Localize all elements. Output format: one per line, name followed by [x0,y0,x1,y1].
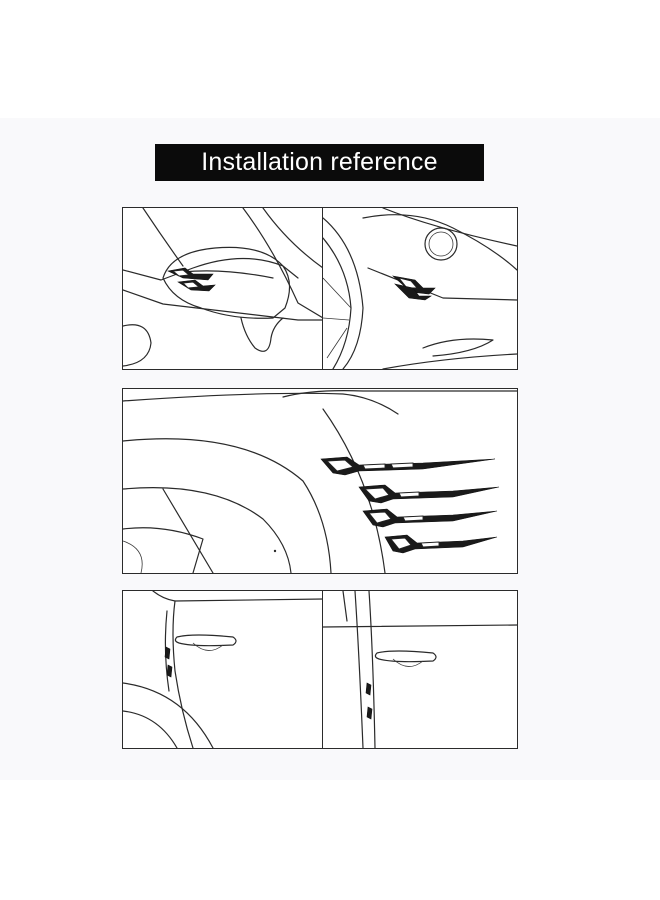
door-handle-outline [174,634,237,647]
door-rear-illustration [323,591,517,748]
mirror-vent-decal [167,267,216,292]
fender-closeup-illustration [123,390,517,573]
fender-vent-decal-1 [320,456,496,476]
door-front-illustration [123,591,323,748]
door-edge-guard-rear [365,682,373,720]
door-edge-guard [164,646,173,678]
fender-vent-decal-2 [358,484,500,504]
diagram-title: Installation reference [201,148,438,176]
mirror-illustration [123,208,323,367]
fender-vent-decal [392,275,436,301]
panel-fender-closeup [122,388,518,574]
fender-illustration [323,208,517,369]
fender-vent-decal-4 [384,534,498,554]
title-banner: Installation reference [155,144,484,181]
fender-vent-decal-3 [362,508,498,528]
panel-door-front [122,590,324,749]
fuel-cap-circle [424,227,458,261]
door-handle-outline-rear [374,650,437,663]
panel-door-rear [322,590,518,749]
panel-mirror-view [122,207,324,370]
panel-fender-view [322,207,518,370]
